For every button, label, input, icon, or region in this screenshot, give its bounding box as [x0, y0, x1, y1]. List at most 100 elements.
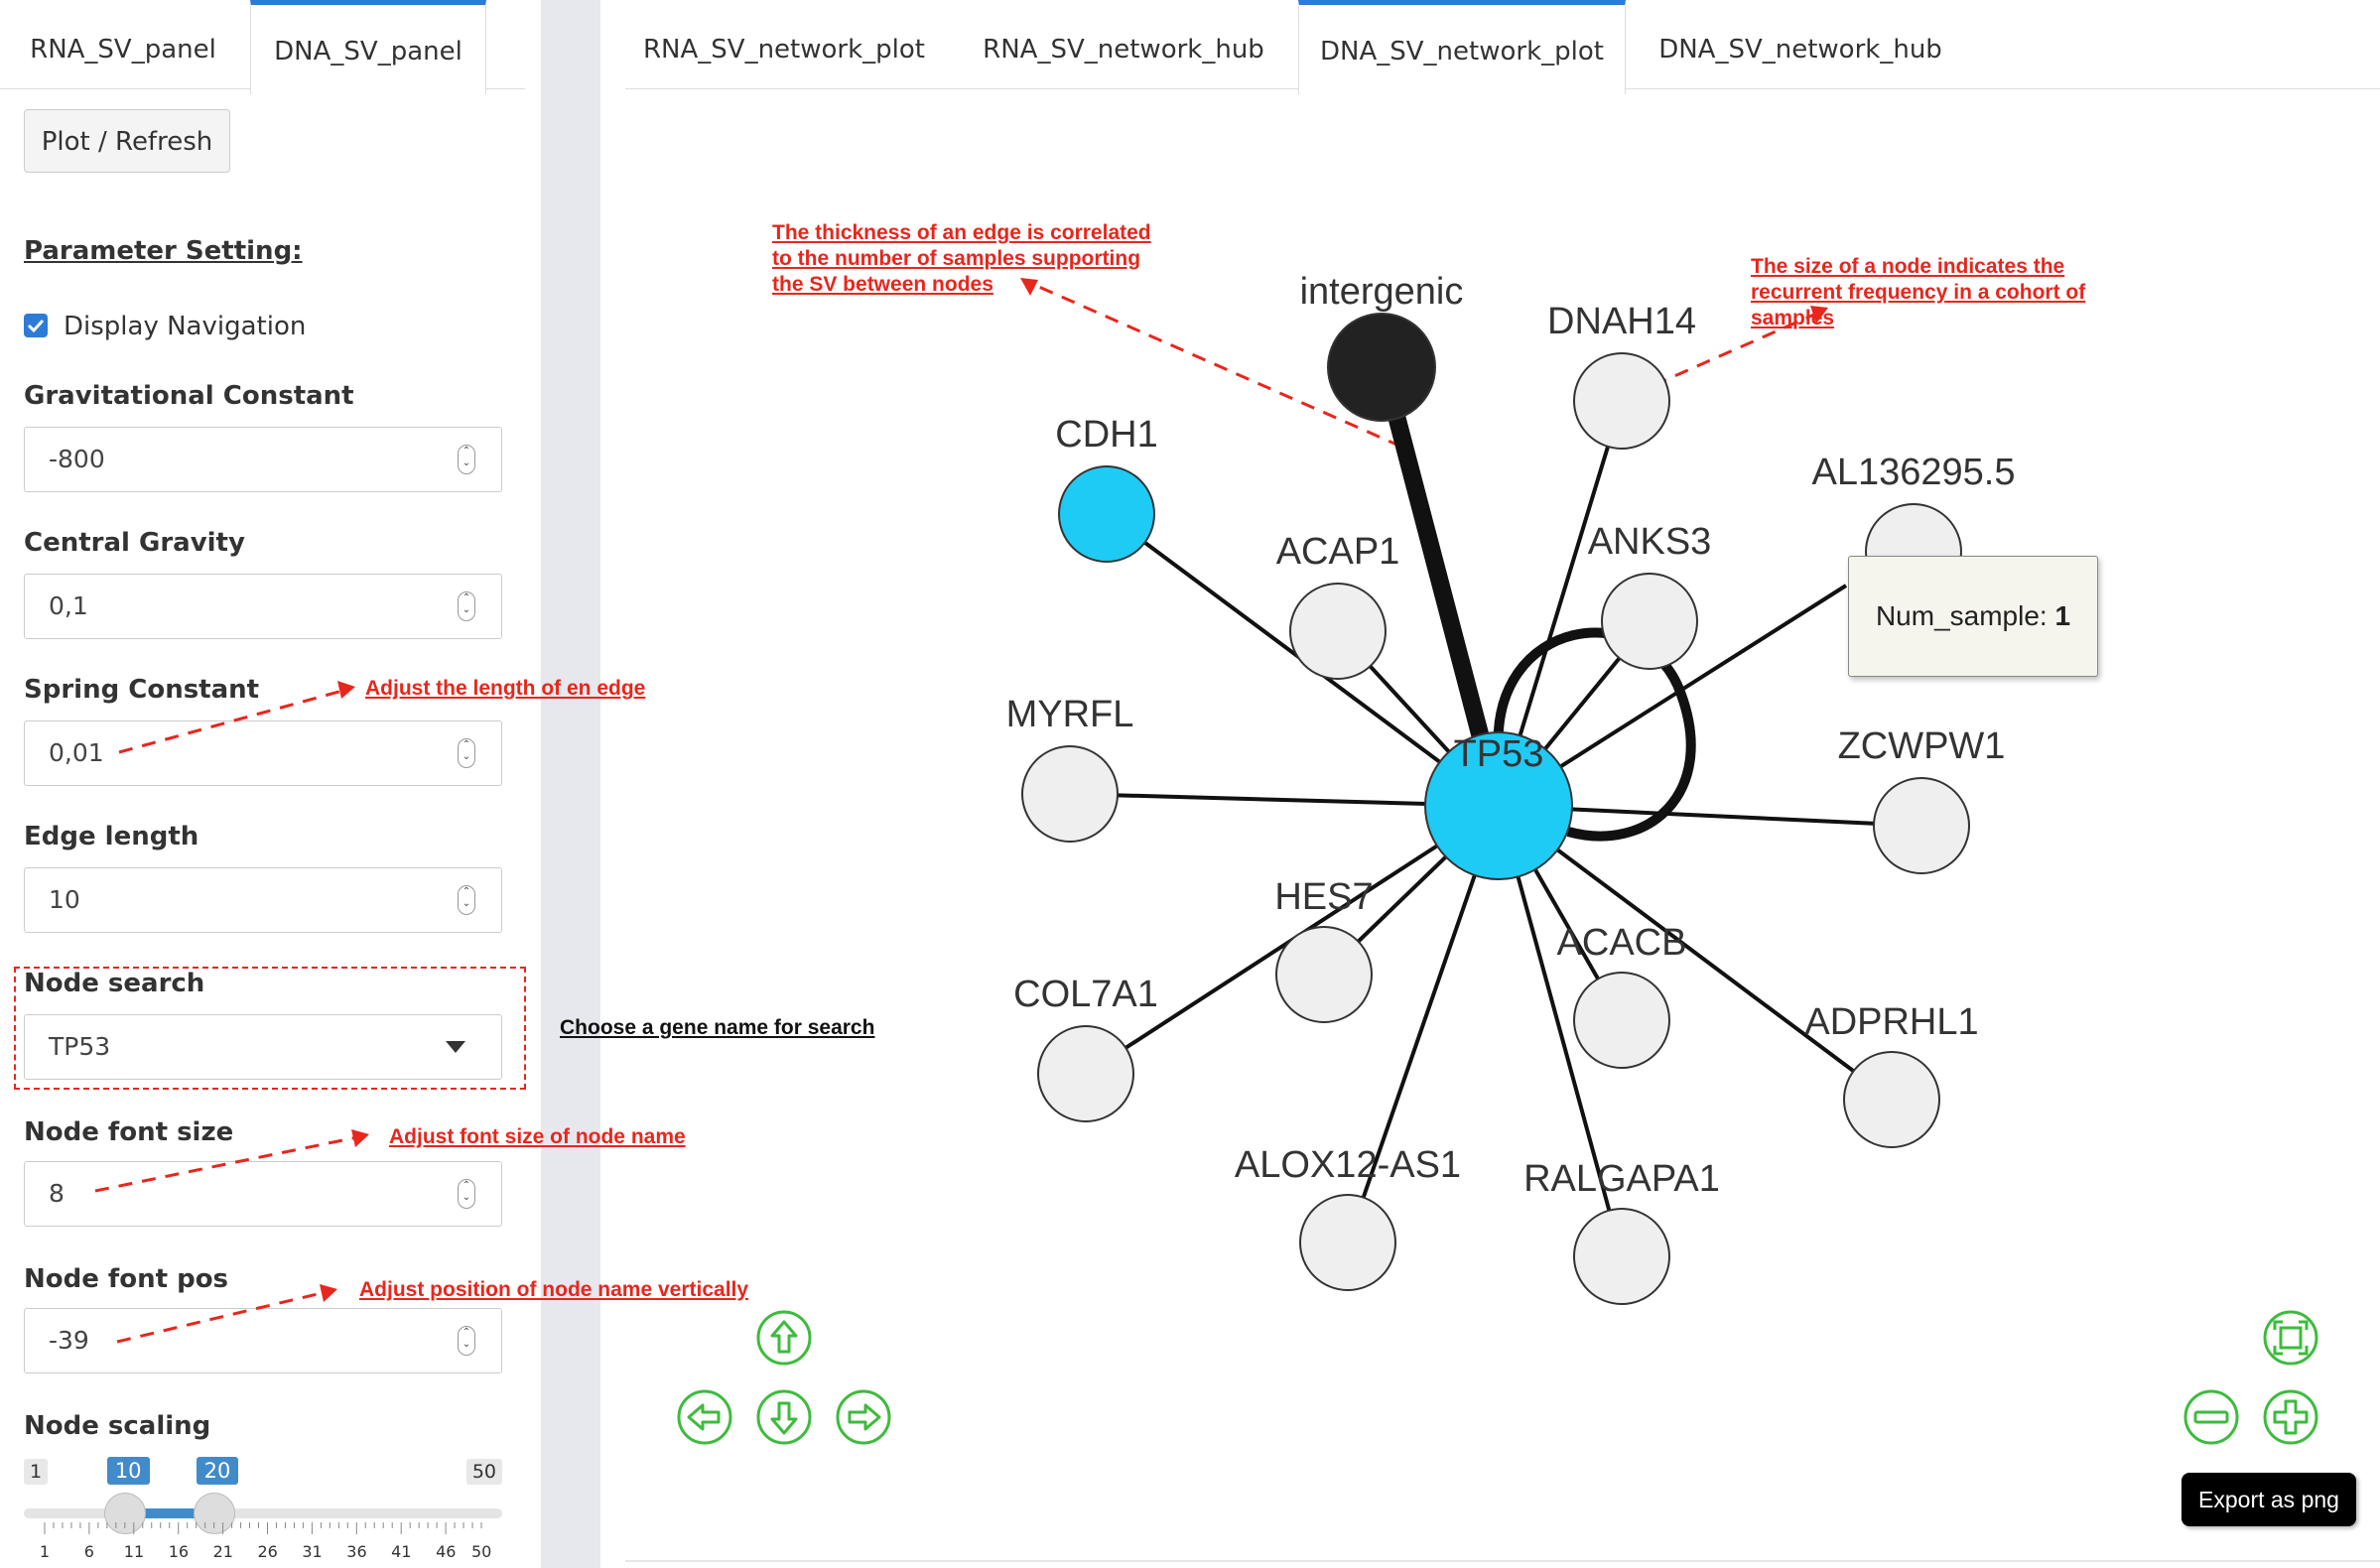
node-label-adprhl1: ADPRHL1 — [1804, 1001, 1978, 1043]
minus-icon — [2193, 1410, 2229, 1424]
slider-high-value: 20 — [196, 1457, 239, 1485]
slider-tick-label: 26 — [257, 1542, 278, 1561]
node-label-col7a1: COL7A1 — [1013, 974, 1158, 1015]
annotation-spring-constant: Adjust the length of en edge — [365, 677, 646, 700]
chevron-down-icon — [446, 1041, 465, 1053]
node-search-select[interactable]: TP53 — [24, 1014, 502, 1080]
gravitational-constant-input[interactable]: -800⌃⌄ — [24, 427, 502, 492]
slider-tick-label: 46 — [436, 1542, 457, 1561]
spring-constant-label: Spring Constant — [24, 675, 260, 705]
node-zcwpw1[interactable] — [1873, 777, 1970, 874]
node-alox12[interactable] — [1299, 1194, 1396, 1291]
slider-tick-label: 41 — [391, 1542, 412, 1561]
annotation-edge-thickness: The thickness of an edge is correlated t… — [772, 221, 1151, 296]
slider-max-label: 50 — [465, 1459, 502, 1485]
node-hes7[interactable] — [1275, 926, 1373, 1023]
nav-left-button[interactable] — [677, 1389, 732, 1445]
node-label-hes7: HES7 — [1274, 876, 1373, 918]
edge-self-loop[interactable] — [1493, 627, 1696, 842]
node-dnah14[interactable] — [1573, 352, 1670, 450]
node-label-alox12: ALOX12-AS1 — [1235, 1144, 1461, 1186]
nav-right-button[interactable] — [836, 1389, 891, 1445]
slider-track[interactable] — [24, 1508, 502, 1518]
node-cdh1[interactable] — [1058, 465, 1155, 563]
tab-rna-sv-network-plot[interactable]: RNA_SV_network_plot — [642, 35, 925, 65]
plus-icon — [2273, 1399, 2309, 1435]
node-myrfl[interactable] — [1021, 745, 1119, 843]
node-acap1[interactable] — [1289, 583, 1387, 680]
node-anks3[interactable] — [1601, 573, 1698, 670]
annotation-font-size: Adjust font size of node name — [389, 1125, 686, 1148]
sidebar-gutter — [541, 0, 600, 1568]
slider-tick-label: 21 — [212, 1542, 233, 1561]
node-adprhl1[interactable] — [1843, 1051, 1940, 1148]
arrow-up-icon — [770, 1320, 798, 1354]
node-label-zcwpw1: ZCWPW1 — [1838, 725, 2006, 767]
annotation-node-size: The size of a node indicates the recurre… — [1751, 255, 2086, 329]
node-label-dnah14: DNAH14 — [1547, 301, 1696, 342]
slider-tick-label: 50 — [471, 1542, 492, 1561]
node-label-tp53: TP53 — [1454, 733, 1544, 775]
slider-tick-label: 31 — [302, 1542, 323, 1561]
slider-tick-label: 11 — [123, 1542, 145, 1561]
arrow-down-icon — [770, 1401, 798, 1435]
spinner-icon[interactable]: ⌃⌄ — [458, 1326, 475, 1356]
node-tp53[interactable] — [1424, 731, 1573, 880]
node-font-size-input[interactable]: 8⌃⌄ — [24, 1161, 502, 1227]
spinner-icon[interactable]: ⌃⌄ — [458, 445, 475, 474]
node-search-highlight-box — [14, 967, 526, 1090]
spinner-icon[interactable]: ⌃⌄ — [458, 885, 475, 915]
nav-down-button[interactable] — [756, 1389, 812, 1445]
node-label-acap1: ACAP1 — [1276, 531, 1400, 573]
central-gravity-input[interactable]: 0,1⌃⌄ — [24, 574, 502, 639]
node-acacb[interactable] — [1573, 972, 1670, 1069]
slider-tick-label: 6 — [83, 1542, 94, 1561]
tab-rna-sv-panel[interactable]: RNA_SV_panel — [30, 35, 216, 65]
zoom-out-button[interactable] — [2183, 1389, 2239, 1445]
edge-intergenic[interactable] — [1373, 356, 1508, 809]
node-label-acacb: ACACB — [1557, 922, 1687, 964]
slider-ticks — [44, 1522, 482, 1534]
arrow-right-icon — [848, 1403, 881, 1431]
zoom-in-button[interactable] — [2263, 1389, 2318, 1445]
spring-constant-input[interactable]: 0,01⌃⌄ — [24, 720, 502, 786]
display-navigation-checkbox[interactable] — [24, 314, 48, 337]
node-font-pos-input[interactable]: -39⌃⌄ — [24, 1308, 502, 1373]
tab-rna-sv-network-hub[interactable]: RNA_SV_network_hub — [983, 35, 1264, 65]
slider-tick-label: 36 — [346, 1542, 367, 1561]
node-label-ralgapa1: RALGAPA1 — [1523, 1158, 1720, 1200]
slider-tick-label: 1 — [39, 1542, 51, 1561]
node-intergenic[interactable] — [1327, 313, 1436, 422]
node-search-label: Node search — [24, 969, 205, 998]
canvas-bottom-border — [625, 1560, 2380, 1562]
slider-range-bar — [124, 1508, 214, 1518]
edge-ralgapa1[interactable] — [1497, 805, 1624, 1257]
plot-refresh-button[interactable]: Plot / Refresh — [24, 109, 230, 173]
parameter-setting-title: Parameter Setting: — [24, 236, 303, 266]
node-col7a1[interactable] — [1037, 1025, 1134, 1122]
nav-up-button[interactable] — [756, 1310, 812, 1366]
spinner-icon[interactable]: ⌃⌄ — [458, 738, 475, 768]
edge-length-label: Edge length — [24, 822, 199, 851]
display-navigation-label: Display Navigation — [64, 312, 307, 341]
zoom-fit-button[interactable] — [2263, 1310, 2318, 1366]
slider-min-label: 1 — [24, 1459, 49, 1485]
annotation-font-pos: Adjust position of node name vertically — [359, 1278, 749, 1301]
node-label-intergenic: intergenic — [1300, 271, 1464, 313]
edge-alox12[interactable] — [1346, 805, 1501, 1243]
node-scaling-label: Node scaling — [24, 1411, 211, 1441]
tab-dna-sv-network-hub[interactable]: DNA_SV_network_hub — [1658, 35, 1942, 65]
tab-dna-sv-network-plot[interactable]: DNA_SV_network_plot — [1298, 0, 1626, 94]
spinner-icon[interactable]: ⌃⌄ — [458, 591, 475, 621]
edge-adprhl1[interactable] — [1497, 804, 1894, 1102]
slider-low-value: 10 — [106, 1457, 150, 1485]
fit-screen-icon — [2273, 1320, 2309, 1356]
spinner-icon[interactable]: ⌃⌄ — [458, 1179, 475, 1209]
edge-length-input[interactable]: 10⌃⌄ — [24, 867, 502, 933]
node-ralgapa1[interactable] — [1573, 1208, 1670, 1305]
export-png-button[interactable]: Export as png — [2182, 1473, 2356, 1526]
tab-dna-sv-panel[interactable]: DNA_SV_panel — [250, 0, 486, 94]
